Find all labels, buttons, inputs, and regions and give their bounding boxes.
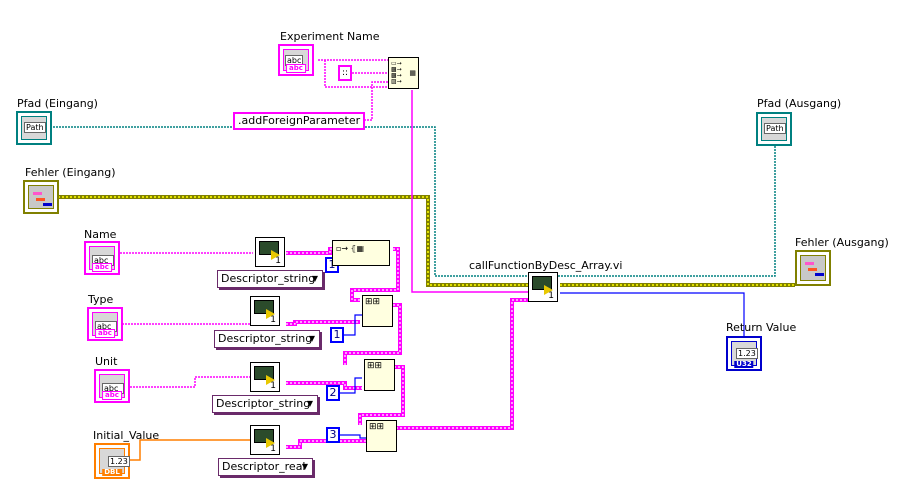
experiment-name-control[interactable]: abc abc <box>278 44 314 76</box>
descriptor-subvi-type[interactable]: 1 <box>250 296 280 326</box>
name-control[interactable]: abc abc <box>84 241 120 275</box>
separator-constant[interactable]: :: <box>338 65 353 81</box>
expname-wire-2 <box>324 60 388 88</box>
return-value-indicator[interactable]: 1.23 U32 <box>726 336 762 371</box>
error-cluster-icon <box>33 192 42 195</box>
insert-array-node-1[interactable]: ⊞⊞ <box>362 295 393 327</box>
initial-value-control[interactable]: 1.23 DBL <box>94 443 130 479</box>
dropdown-arrow-icon: ▼ <box>306 399 313 408</box>
index-constant-1b[interactable]: 1 <box>330 327 344 343</box>
fehler-eingang-control[interactable] <box>23 180 59 214</box>
build-array-node[interactable]: ▫→ ⦃▦ <box>332 240 390 266</box>
pfad-eingang-label: Pfad (Eingang) <box>17 97 98 110</box>
insert-array-node-3[interactable]: ⊞⊞ <box>366 420 397 452</box>
concatenate-strings-node[interactable]: ▭→▩→▩→▨→ ▦ <box>388 57 419 89</box>
dropdown-arrow-icon: ▼ <box>308 334 315 343</box>
concat-out-wire <box>411 90 530 293</box>
string-type-tag: abc <box>92 263 112 272</box>
unit-control[interactable]: abc abc <box>94 369 130 403</box>
insert-array-icon: ⊞⊞ <box>367 361 383 371</box>
call-function-label: callFunctionByDesc_Array.vi <box>469 259 623 272</box>
name-label: Name <box>84 228 117 241</box>
unit-label: Unit <box>95 355 118 368</box>
build-array-icon: ▫→ ⦃▦ <box>336 244 365 253</box>
return-value-value: 1.23 <box>736 348 758 359</box>
concat-output-icon: ▦ <box>409 69 416 77</box>
type-label: Type <box>88 293 114 306</box>
fehler-ausgang-indicator[interactable] <box>795 250 831 286</box>
string-type-tag: abc <box>286 64 306 73</box>
descriptor-enum-initial[interactable]: Descriptor_real▼ <box>218 458 313 476</box>
pfad-ausgang-label: Pfad (Ausgang) <box>757 97 842 110</box>
dbl-type-tag: DBL <box>102 468 122 476</box>
fehler-eingang-label: Fehler (Eingang) <box>25 166 116 179</box>
experiment-name-label: Experiment Name <box>280 30 380 43</box>
pfad-ausgang-indicator[interactable]: Path <box>756 112 792 146</box>
call-function-subvi[interactable]: 1 <box>528 272 558 302</box>
dropdown-arrow-icon: ▼ <box>311 274 318 283</box>
string-type-tag: abc <box>102 391 122 400</box>
return-value-label: Return Value <box>726 321 797 334</box>
descriptor-enum-name[interactable]: Descriptor_string▼ <box>217 270 323 288</box>
descriptor-enum-type[interactable]: Descriptor_string▼ <box>214 330 320 348</box>
initial-wire <box>130 439 253 461</box>
path-value: Path <box>764 123 786 134</box>
pfad-eingang-control[interactable]: Path <box>16 111 52 145</box>
index-constant-2[interactable]: 2 <box>326 385 340 401</box>
descriptor-enum-unit[interactable]: Descriptor_string▼ <box>212 395 318 413</box>
unit-wire <box>130 376 253 388</box>
error-cluster-icon <box>805 262 814 265</box>
concat-inputs-icon: ▭→▩→▩→▨→ <box>391 60 402 85</box>
type-control[interactable]: abc abc <box>87 307 123 341</box>
method-name-constant[interactable]: .addForeignParameter <box>233 112 366 130</box>
descriptor-subvi-name[interactable]: 1 <box>255 237 285 267</box>
insert-array-icon: ⊞⊞ <box>369 422 385 432</box>
path-value: Path <box>24 122 46 133</box>
insert-array-node-2[interactable]: ⊞⊞ <box>364 359 395 391</box>
u32-type-tag: U32 <box>734 360 754 368</box>
dropdown-arrow-icon: ▼ <box>301 462 308 471</box>
fehler-ausgang-label: Fehler (Ausgang) <box>795 236 889 249</box>
initial-value-value: 1.23 <box>108 456 130 467</box>
insert-array-icon: ⊞⊞ <box>365 297 381 307</box>
descriptor-subvi-initial[interactable]: 1 <box>250 425 280 455</box>
descriptor-subvi-unit[interactable]: 1 <box>250 362 280 392</box>
string-type-tag: abc <box>95 329 115 338</box>
initial-value-label: Initial_Value <box>93 429 160 442</box>
error-wire-inner <box>58 196 530 286</box>
index-constant-3[interactable]: 3 <box>326 427 340 443</box>
